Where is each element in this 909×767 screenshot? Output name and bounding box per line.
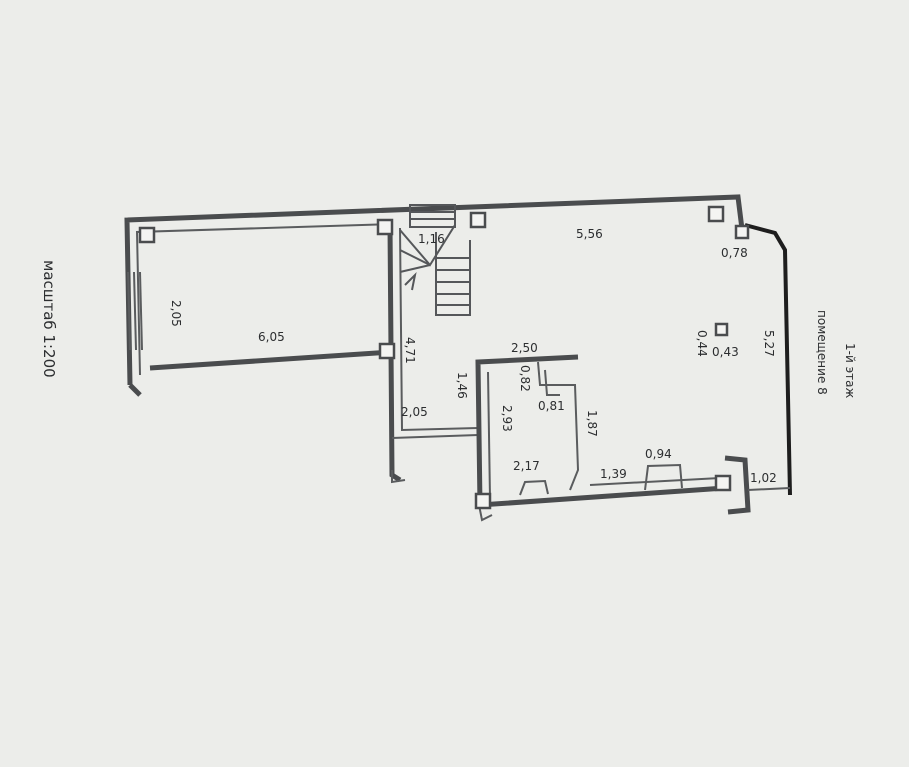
dim-0-81: 0,81 <box>538 399 565 413</box>
dim-2-50: 2,50 <box>511 341 538 355</box>
column-small-mark <box>714 322 729 337</box>
column-se <box>714 474 732 492</box>
left-room-south-wall <box>149 349 393 371</box>
column-ne-corner <box>734 224 750 240</box>
east-wall-lower <box>724 455 751 515</box>
east-wall-heavy <box>744 223 792 496</box>
dim-1-87: 1,87 <box>585 410 599 437</box>
dim-0-43: 0,43 <box>712 345 739 359</box>
left-room-west-wall <box>128 383 142 397</box>
column-stair-right <box>469 211 487 229</box>
dim-2-05-left: 2,05 <box>169 300 183 327</box>
dim-1-39: 1,39 <box>600 467 627 481</box>
west-window <box>127 271 143 351</box>
dim-1-46: 1,46 <box>455 372 469 399</box>
scale-label: масштаб 1:200 <box>40 260 58 378</box>
south-wall-steps <box>519 479 549 496</box>
dim-2-05-mid: 2,05 <box>401 405 428 419</box>
south-wall-step-2 <box>644 463 683 491</box>
room-label: помещение 8 <box>815 310 829 395</box>
east-wall-bottom <box>747 487 791 491</box>
column-ne <box>707 205 725 223</box>
dim-1-16: 1,16 <box>418 232 445 246</box>
dim-5-56: 5,56 <box>576 227 603 241</box>
column-sw-wc <box>474 492 492 510</box>
column-n-center <box>376 218 394 236</box>
wc-partition-2 <box>544 369 560 396</box>
corridor-wall <box>399 227 479 432</box>
staircase <box>399 204 471 316</box>
dim-5-27: 5,27 <box>762 330 776 357</box>
floor-label: 1-й этаж <box>843 343 857 399</box>
dim-0-82: 0,82 <box>518 365 532 392</box>
dim-1-02: 1,02 <box>750 471 777 485</box>
dim-2-93: 2,93 <box>500 405 514 432</box>
dim-2-17: 2,17 <box>513 459 540 473</box>
wc-block-inner-wall <box>487 371 491 499</box>
dim-0-94: 0,94 <box>645 447 672 461</box>
south-wall-inner <box>589 477 721 486</box>
wc-partition-1 <box>537 361 580 491</box>
dim-6-05: 6,05 <box>258 330 285 344</box>
column-nw <box>138 226 156 244</box>
dim-4-71: 4,71 <box>403 337 417 364</box>
dim-0-78: 0,78 <box>721 246 748 260</box>
corridor-lower-wall <box>391 434 479 439</box>
wc-block-outer-wall <box>475 354 726 508</box>
inner-wall-north <box>135 223 394 376</box>
dim-0-44: 0,44 <box>695 330 709 357</box>
column-center <box>378 342 396 360</box>
entrance-stub <box>391 470 406 484</box>
